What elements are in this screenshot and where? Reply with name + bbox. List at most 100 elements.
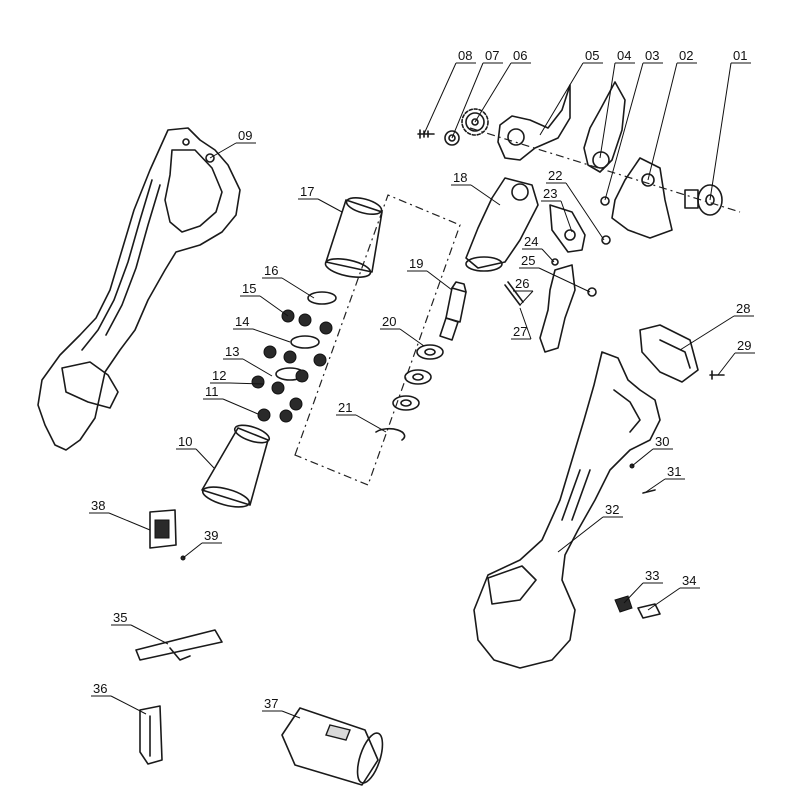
leader-line-09 [209, 142, 256, 159]
part-label-35: 35 [113, 610, 127, 625]
part-07-small-gear [444, 130, 460, 146]
leader-line-33 [623, 582, 663, 604]
part-22-screw [601, 235, 611, 245]
part-label-12: 12 [212, 368, 226, 383]
leader-line-10 [176, 448, 215, 469]
leader-line-21 [336, 414, 387, 433]
part-label-33: 33 [645, 568, 659, 583]
part-label-31: 31 [667, 464, 681, 479]
part-29-screw [709, 370, 725, 380]
part-label-17: 17 [300, 184, 314, 199]
part-label-10: 10 [178, 434, 192, 449]
part-label-03: 03 [645, 48, 659, 63]
part-33-switch [614, 595, 633, 613]
part-label-39: 39 [204, 528, 218, 543]
part-label-15: 15 [242, 281, 256, 296]
part-label-32: 32 [605, 502, 619, 517]
leader-line-26 [513, 290, 534, 306]
part-label-05: 05 [585, 48, 599, 63]
part-label-13: 13 [225, 344, 239, 359]
part-37-battery [281, 707, 384, 786]
part-20-bearings [392, 344, 444, 411]
part-06-gear [461, 108, 489, 136]
part-21-retaining-ring [375, 427, 406, 441]
part-24-pin [551, 258, 559, 266]
part-01-washer [684, 184, 723, 216]
part-label-16: 16 [264, 263, 278, 278]
part-23-gear-segment [549, 204, 586, 253]
leader-line-25 [519, 267, 591, 293]
gearbox-dashed-outline [294, 194, 461, 486]
leader-line-06 [474, 62, 531, 123]
leader-line-22 [546, 182, 605, 241]
part-27-trigger [539, 264, 576, 353]
part-25-screw [587, 287, 597, 297]
leader-line-29 [717, 352, 755, 376]
part-31-screw [642, 489, 656, 494]
part-label-21: 21 [338, 400, 352, 415]
part-label-29: 29 [737, 338, 751, 353]
planetary-gear-stage-1 [281, 291, 337, 335]
planetary-gear-stage-2 [263, 335, 327, 367]
part-label-34: 34 [682, 573, 696, 588]
leader-line-30 [631, 448, 673, 467]
part-label-27: 27 [513, 324, 527, 339]
part-label-38: 38 [91, 498, 105, 513]
leader-line-18 [451, 184, 501, 206]
part-labels: 0102030405060708091011121314151617181920… [89, 48, 755, 719]
leader-line-24 [522, 248, 555, 263]
part-18-head-housing [465, 177, 539, 272]
part-label-23: 23 [543, 186, 557, 201]
part-09-left-handle [37, 127, 241, 451]
planetary-gear-stage-3 [251, 367, 309, 423]
part-label-07: 07 [485, 48, 499, 63]
part-label-14: 14 [235, 314, 249, 329]
part-label-30: 30 [655, 434, 669, 449]
part-label-04: 04 [617, 48, 631, 63]
leader-line-34 [647, 587, 700, 611]
part-35-circuit-board [135, 629, 223, 661]
part-label-20: 20 [382, 314, 396, 329]
leader-line-16 [262, 277, 315, 299]
leader-line-19 [407, 270, 453, 291]
part-03-pin [600, 196, 610, 206]
leader-line-17 [298, 198, 343, 213]
leader-line-38 [89, 512, 151, 531]
part-label-18: 18 [453, 170, 467, 185]
part-02-anvil-blade [611, 157, 673, 239]
leader-line-14 [233, 328, 291, 343]
leader-line-27 [511, 307, 532, 340]
part-26-trigger-link [504, 281, 524, 306]
leader-line-37 [262, 710, 301, 719]
leader-line-32 [557, 516, 623, 553]
part-label-36: 36 [93, 681, 107, 696]
part-label-01: 01 [733, 48, 747, 63]
part-19-drive-shaft [439, 281, 467, 341]
blade-axis-line [469, 127, 741, 213]
leader-line-28 [679, 315, 754, 351]
part-36-terminal-bracket [139, 705, 163, 765]
leader-line-01 [709, 62, 751, 201]
part-label-02: 02 [679, 48, 693, 63]
part-10-motor [201, 424, 271, 508]
leader-line-36 [91, 695, 147, 715]
part-34-pad [637, 603, 661, 619]
leader-line-08 [423, 62, 476, 135]
leader-line-13 [223, 358, 273, 377]
leader-line-31 [645, 478, 685, 493]
leader-line-07 [451, 62, 503, 139]
leader-line-05 [539, 62, 603, 136]
leader-line-11 [203, 398, 259, 415]
part-label-25: 25 [521, 253, 535, 268]
part-label-11: 11 [205, 384, 219, 399]
part-label-19: 19 [409, 256, 423, 271]
leader-line-03 [604, 62, 663, 201]
part-label-22: 22 [548, 168, 562, 183]
leader-line-12 [210, 382, 265, 385]
part-label-37: 37 [264, 696, 278, 711]
part-08-screw [417, 129, 435, 139]
part-38-switch-module [149, 509, 177, 549]
part-05-upper-blade [497, 84, 571, 161]
